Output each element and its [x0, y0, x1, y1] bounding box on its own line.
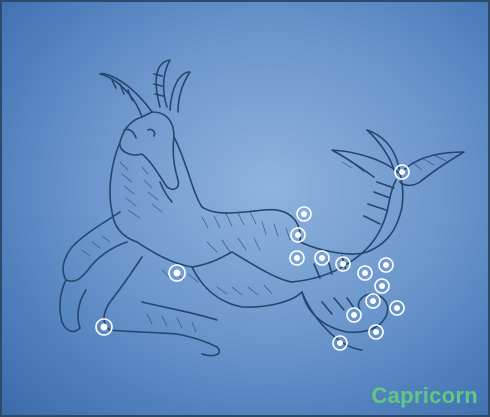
star-marker [347, 308, 361, 322]
star-marker [375, 279, 389, 293]
star-marker [358, 266, 372, 280]
star-marker [379, 258, 393, 272]
goat-body [60, 137, 302, 356]
star-marker [333, 336, 347, 350]
star-marker [315, 251, 329, 265]
star-marker [390, 301, 404, 315]
constellation-stars [96, 165, 409, 350]
star-marker [297, 207, 311, 221]
goat-head [120, 112, 179, 202]
star-marker [290, 251, 304, 265]
star-marker [169, 265, 185, 281]
star-marker [366, 294, 380, 308]
constellation-name-label: Capricorn [371, 383, 478, 409]
goat-horns [100, 60, 190, 117]
star-marker [291, 228, 305, 242]
fish-tail [292, 130, 464, 350]
